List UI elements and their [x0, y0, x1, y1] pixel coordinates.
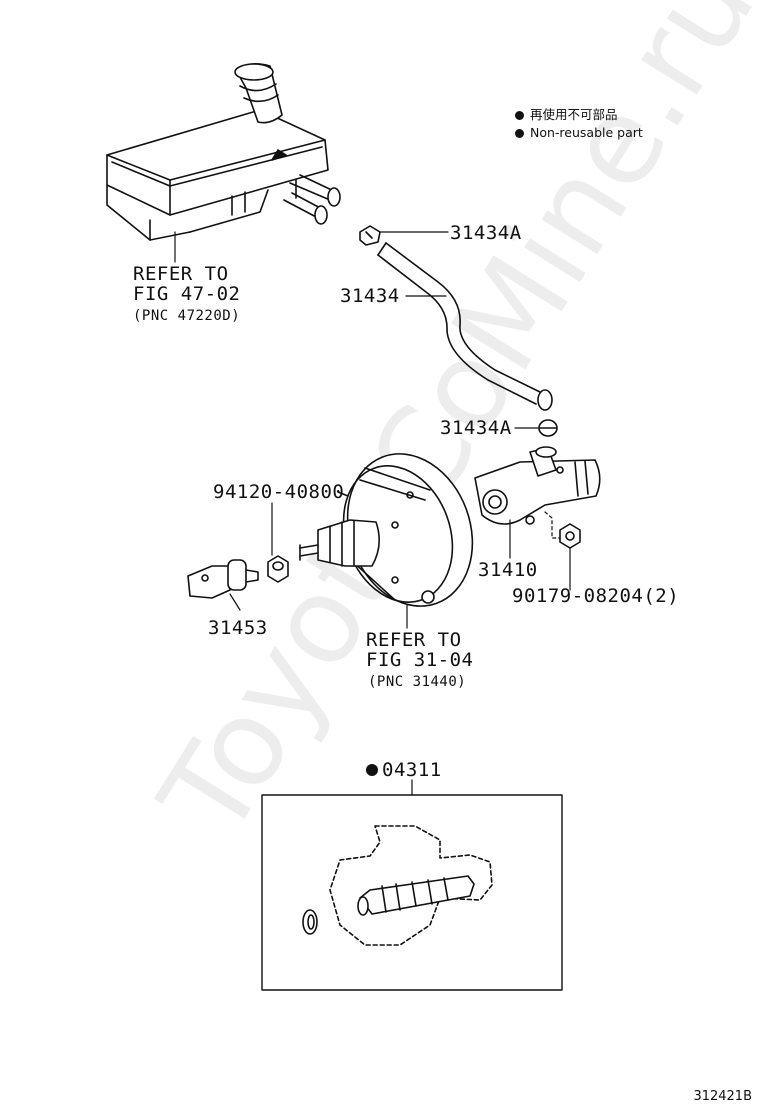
ref-reservoir-line2[interactable]: FIG 47-02 [133, 283, 241, 305]
part-label-90179-08204[interactable]: 90179-08204(2) [512, 585, 680, 607]
leader-lines [174, 231, 571, 796]
brake-booster [299, 453, 474, 607]
bullet-icon [515, 110, 524, 120]
clip-31434A-bottom [538, 419, 558, 437]
ref-booster-line2[interactable]: FIG 31-04 [366, 649, 474, 671]
clevis-31453 [187, 559, 259, 599]
ref-reservoir-line1[interactable]: REFER TO [133, 263, 229, 285]
part-label-31434A-bottom[interactable]: 31434A [440, 417, 512, 439]
part-label-31453[interactable]: 31453 [208, 617, 268, 639]
clip-31434A-top [359, 225, 381, 246]
non-reusable-bullet-icon [366, 764, 378, 776]
ref-reservoir-pnc: (PNC 47220D) [133, 308, 241, 324]
part-label-04311[interactable]: 04311 [366, 760, 442, 780]
part-label-31434A-top[interactable]: 31434A [450, 222, 522, 244]
legend: 再使用不可部品 Non-reusable part [515, 106, 643, 142]
nut-90179 [559, 523, 581, 549]
part-label-31410[interactable]: 31410 [478, 559, 538, 581]
bullet-icon [515, 128, 524, 138]
master-cylinder-31410 [474, 446, 601, 525]
nut-94120-40800 [267, 555, 289, 583]
diagram-id: 312421B [693, 1089, 752, 1104]
ref-booster-line1[interactable]: REFER TO [366, 629, 462, 651]
ref-booster-pnc: (PNC 31440) [368, 674, 467, 690]
legend-row-jp: 再使用不可部品 [515, 106, 643, 124]
repair-kit-box [261, 794, 563, 991]
hose-31434 [377, 242, 553, 411]
part-label-31434[interactable]: 31434 [340, 285, 400, 307]
reservoir-tank [106, 62, 341, 241]
legend-row-en: Non-reusable part [515, 124, 643, 142]
part-label-94120-40800[interactable]: 94120-40800 [213, 481, 345, 503]
legend-text-jp: 再使用不可部品 [530, 107, 618, 122]
legend-text-en: Non-reusable part [530, 125, 643, 140]
part-label-04311-text: 04311 [382, 759, 442, 781]
